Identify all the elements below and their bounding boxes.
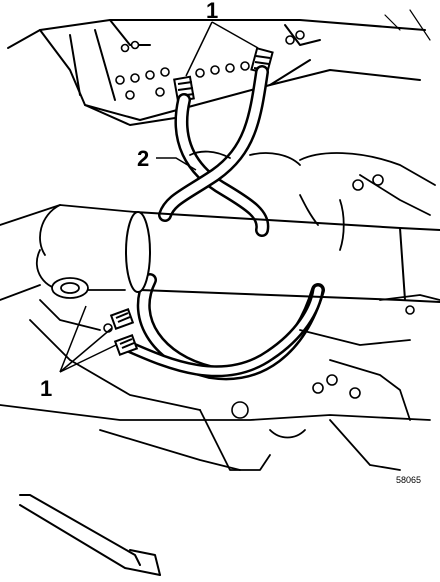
hydraulic-hoses	[119, 65, 325, 381]
bottom-bracket	[19, 494, 161, 576]
chassis-outline	[0, 150, 440, 471]
frame-bolts	[115, 30, 305, 100]
callout-label-hoses: 2	[137, 146, 149, 171]
upper-frame-bracket	[7, 9, 431, 126]
engine-bolts	[103, 174, 415, 419]
callout-label-upper-fittings: 1	[206, 0, 218, 23]
main-tube	[125, 211, 440, 303]
lower-hose-fitting-bottom	[113, 334, 139, 356]
mounting-eye	[51, 277, 89, 299]
callout-leaders	[59, 21, 259, 373]
callout-label-lower-fittings: 1	[40, 376, 52, 401]
figure-reference-code: 58065	[396, 475, 421, 485]
lower-hose-fitting-top	[109, 308, 135, 330]
